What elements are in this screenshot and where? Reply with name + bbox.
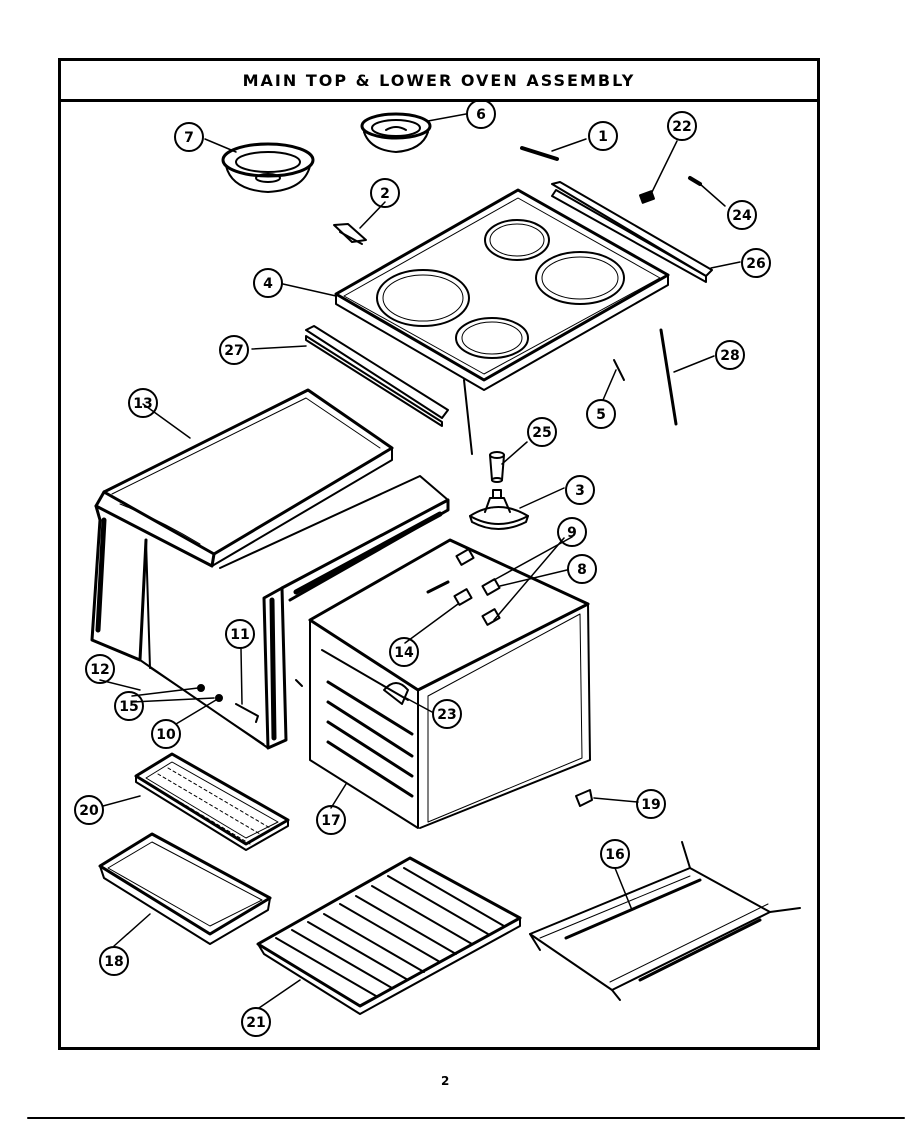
- part-broiler-grid-20: [134, 752, 290, 851]
- svg-text:1: 1: [598, 129, 608, 145]
- part-block-22: [638, 190, 656, 204]
- callout-3: 3: [565, 475, 595, 505]
- callout-11: 11: [225, 619, 255, 649]
- part-screw-24: [688, 176, 702, 186]
- svg-text:28: 28: [720, 348, 739, 364]
- svg-text:9: 9: [567, 525, 577, 541]
- part-pin-5: [613, 359, 625, 381]
- part-rod-1: [520, 146, 559, 161]
- callout-20: 20: [74, 795, 104, 825]
- callout-26: 26: [741, 248, 771, 278]
- svg-text:4: 4: [263, 276, 273, 292]
- part-support-rod: [463, 379, 473, 455]
- svg-text:17: 17: [321, 813, 340, 829]
- svg-text:20: 20: [79, 803, 99, 819]
- part-drip-bowl-large: [221, 142, 315, 193]
- callout-21: 21: [241, 1007, 271, 1037]
- svg-text:18: 18: [104, 954, 123, 970]
- svg-text:15: 15: [119, 699, 138, 715]
- svg-text:21: 21: [246, 1015, 265, 1031]
- part-main-top: [334, 188, 670, 391]
- svg-text:27: 27: [224, 343, 243, 359]
- part-clip-11: [235, 703, 259, 723]
- svg-text:25: 25: [532, 425, 551, 441]
- callout-14: 14: [389, 637, 419, 667]
- part-rod-28: [659, 328, 678, 426]
- svg-text:3: 3: [575, 483, 585, 499]
- part-bracket-19: [575, 789, 593, 807]
- svg-text:7: 7: [184, 130, 194, 146]
- part-drip-bowl-small: [360, 112, 432, 153]
- part-rack-slide-16: [529, 841, 801, 1001]
- callout-18: 18: [99, 946, 129, 976]
- part-insulation-13: [90, 388, 450, 750]
- callout-9: 9: [557, 517, 587, 547]
- callout-22: 22: [667, 111, 697, 141]
- callout-4: 4: [253, 268, 283, 298]
- svg-text:5: 5: [596, 407, 606, 423]
- part-clip-2: [333, 223, 367, 245]
- callout-2: 2: [370, 178, 400, 208]
- callout-1: 1: [588, 121, 618, 151]
- callout-25: 25: [527, 417, 557, 447]
- callouts: 1 2 3 4 5 6 7 8 9 10 11 12 13 14 15 16 1…: [74, 99, 771, 1037]
- callout-28: 28: [715, 340, 745, 370]
- callout-24: 24: [727, 200, 757, 230]
- callout-8: 8: [567, 554, 597, 584]
- svg-text:13: 13: [133, 396, 152, 412]
- svg-text:23: 23: [437, 707, 456, 723]
- callout-5: 5: [586, 399, 616, 429]
- part-oven-rack-21: [256, 856, 522, 1015]
- svg-text:26: 26: [746, 256, 765, 272]
- svg-text:14: 14: [394, 645, 414, 661]
- diagram-frame: MAIN TOP & LOWER OVEN ASSEMBLY: [58, 58, 820, 1050]
- svg-text:19: 19: [641, 797, 660, 813]
- part-cylinder-25: [489, 451, 505, 483]
- svg-text:12: 12: [90, 662, 109, 678]
- callout-27: 27: [219, 335, 249, 365]
- leader-lines: [99, 113, 741, 1009]
- callout-23: 23: [432, 699, 462, 729]
- callout-6: 6: [466, 99, 496, 129]
- callout-13: 13: [128, 388, 158, 418]
- part-front-trim-27: [305, 325, 449, 427]
- callout-12: 12: [85, 654, 115, 684]
- svg-text:2: 2: [380, 186, 390, 202]
- svg-text:22: 22: [672, 119, 691, 135]
- callout-7: 7: [174, 122, 204, 152]
- part-oven-box-17: [295, 538, 591, 829]
- svg-text:11: 11: [230, 627, 249, 643]
- page-number: 2: [441, 1074, 450, 1088]
- part-broiler-pan-18: [98, 832, 272, 945]
- svg-text:16: 16: [605, 847, 624, 863]
- part-back-trim-26: [551, 181, 713, 283]
- callout-19: 19: [636, 789, 666, 819]
- part-screw-15: [197, 684, 205, 692]
- svg-text:6: 6: [476, 107, 486, 123]
- callout-16: 16: [600, 839, 630, 869]
- part-screw-10: [215, 694, 223, 702]
- diagram-title: MAIN TOP & LOWER OVEN ASSEMBLY: [242, 70, 636, 90]
- svg-text:24: 24: [732, 208, 752, 224]
- svg-text:8: 8: [577, 562, 587, 578]
- title-bar: MAIN TOP & LOWER OVEN ASSEMBLY: [61, 61, 817, 102]
- part-vent-cap-3: [469, 489, 529, 530]
- callout-17: 17: [316, 805, 346, 835]
- svg-text:10: 10: [156, 727, 176, 743]
- callout-10: 10: [151, 719, 181, 749]
- callout-15: 15: [114, 691, 144, 721]
